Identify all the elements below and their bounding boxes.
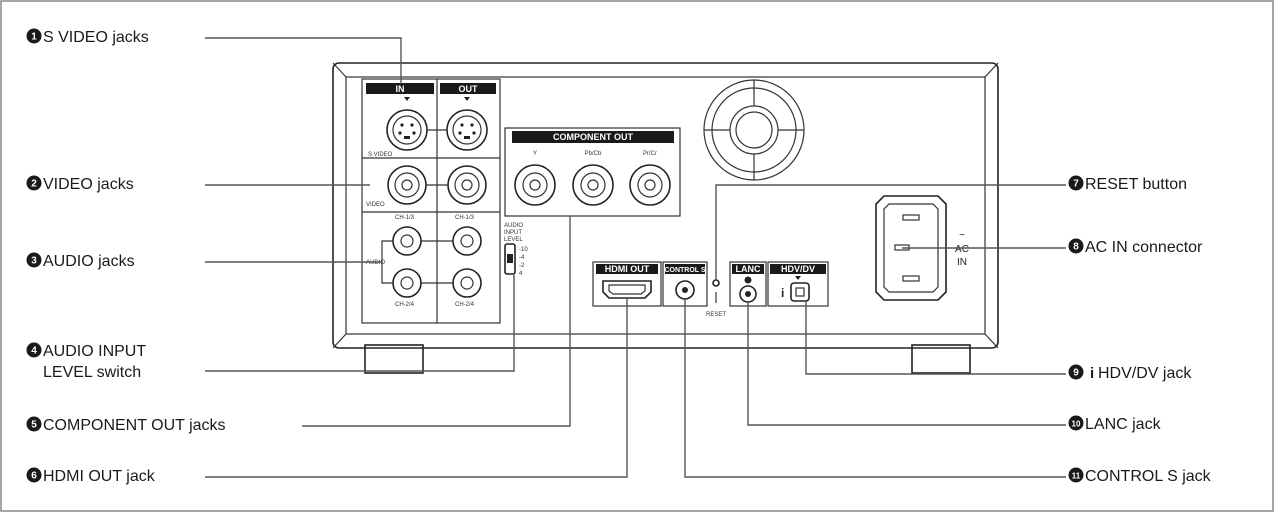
callout-4-label-line2: LEVEL switch (43, 364, 141, 381)
callout-5-number: 5 (31, 420, 37, 431)
ail-line2: INPUT (504, 230, 522, 236)
level-mark-4: 4 (519, 271, 523, 277)
callout-3: 3 AUDIO jacks (26, 252, 135, 270)
hdvdv-panel-label: HDV/DV (781, 264, 815, 274)
pbcb-label: Pb/Cb (585, 151, 602, 157)
callout-1-number: 1 (31, 32, 37, 43)
lanc-panel-label: LANC (736, 264, 761, 274)
out-label: OUT (459, 84, 479, 94)
leader-1 (205, 37, 402, 84)
component-out-block: COMPONENT OUT Y Pb/Cb Pr/Cr (504, 127, 681, 217)
callout-5: 5 COMPONENT OUT jacks (26, 416, 226, 434)
callout-4-label: AUDIO INPUT (43, 343, 146, 360)
video-small-label: VIDEO (366, 202, 385, 208)
callout-1-label: S VIDEO jacks (43, 29, 149, 46)
callout-6-label: HDMI OUT jack (43, 468, 156, 485)
callout-11-number: 11 (1072, 472, 1081, 481)
in-label: IN (396, 84, 405, 94)
callout-7: 7 RESET button (1068, 175, 1187, 193)
casing-outer (332, 62, 999, 349)
callout-9: 9 i HDV/DV jack (1068, 364, 1192, 382)
component-y-jack (514, 164, 556, 206)
callout-1: 1 S VIDEO jacks (26, 28, 149, 46)
ail-line1: AUDIO (504, 223, 523, 229)
leader-7 (715, 184, 1066, 280)
callout-7-label: RESET button (1085, 176, 1187, 193)
callout-2-number: 2 (31, 179, 37, 190)
ch13-out-label: CH-1/3 (455, 215, 475, 221)
callout-10-number: 10 (1072, 420, 1081, 429)
component-out-panel-label: COMPONENT OUT (553, 132, 634, 142)
callout-10-label: LANC jack (1085, 416, 1162, 433)
callout-6: 6 HDMI OUT jack (26, 467, 156, 485)
audio-input-level-switch: AUDIO INPUT LEVEL -10 -4 -2 4 (504, 223, 528, 277)
ail-line3: LEVEL (504, 237, 523, 243)
callout-4: 4 AUDIO INPUT LEVEL switch (26, 342, 146, 381)
hdmi-panel-label: HDMI OUT (605, 264, 650, 274)
svideo-small-label: S VIDEO (368, 152, 393, 158)
callout-9-number: 9 (1073, 368, 1079, 379)
ch13-in-label: CH-1/3 (395, 215, 415, 221)
leader-9 (805, 301, 1066, 375)
callout-3-label: AUDIO jacks (43, 253, 135, 270)
callout-4-number: 4 (31, 346, 37, 357)
ilink-small-icon: i (1090, 365, 1094, 382)
callout-5-label: COMPONENT OUT jacks (43, 417, 226, 434)
callout-6-number: 6 (31, 471, 37, 482)
callout-8: 8 AC IN connector (1068, 238, 1203, 256)
y-label: Y (533, 151, 537, 157)
audio-small-label: AUDIO (366, 260, 385, 266)
in-header (366, 83, 434, 94)
ac-in-small-label: IN (957, 257, 967, 268)
hdvdv-block: HDV/DV i (767, 261, 829, 307)
reset-small-label: RESET (706, 312, 726, 318)
ilink-icon: i (781, 286, 784, 300)
prcr-label: Pr/Cr (643, 151, 657, 157)
component-pr-jack (629, 164, 671, 206)
callout-2: 2 VIDEO jacks (26, 175, 134, 193)
leader-5 (302, 216, 571, 427)
callout-9-label: HDV/DV jack (1098, 365, 1192, 382)
callout-3-number: 3 (31, 256, 37, 267)
leader-11 (684, 299, 1066, 478)
level-mark-1: -10 (519, 247, 528, 253)
callout-11-label: CONTROL S jack (1085, 468, 1212, 485)
component-pb-jack (572, 164, 614, 206)
ac-in-block: ~ AC IN (875, 195, 969, 301)
callout-7-number: 7 (1073, 179, 1079, 190)
ac-tilde: ~ (959, 230, 965, 241)
callout-8-number: 8 (1073, 242, 1079, 253)
left-foot (364, 344, 424, 374)
leader-lines (205, 37, 1066, 478)
level-mark-2: -4 (519, 255, 525, 261)
right-foot (911, 344, 971, 374)
out-header (440, 83, 496, 94)
fan-grille (703, 79, 805, 181)
callout-8-label: AC IN connector (1085, 239, 1203, 256)
callout-11: 11 CONTROL S jack (1068, 467, 1212, 485)
lanc-block: LANC (729, 261, 767, 307)
leader-10 (747, 302, 1066, 426)
level-mark-3: -2 (519, 263, 525, 269)
ch24-in-label: CH-2/4 (395, 302, 415, 308)
ac-small-label: AC (955, 244, 969, 255)
callout-10: 10 LANC jack (1068, 415, 1162, 433)
leader-6 (205, 298, 628, 478)
ch24-out-label: CH-2/4 (455, 302, 475, 308)
callout-2-label: VIDEO jacks (43, 176, 134, 193)
casing-inner (345, 76, 986, 335)
leader-4 (205, 275, 515, 372)
control-s-panel-label: CONTROL S (664, 267, 705, 274)
